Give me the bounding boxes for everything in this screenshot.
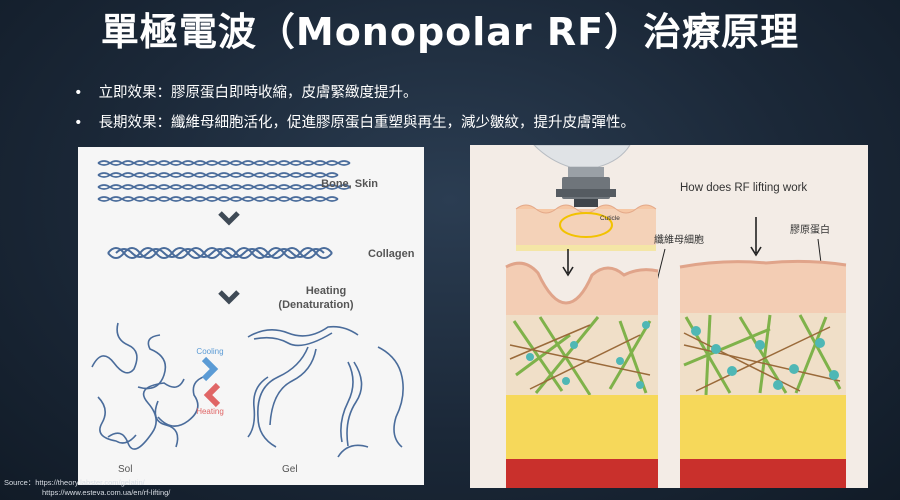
chevron-down-icon — [218, 290, 240, 305]
bullet-immediate-effect: 立即效果：膠原蛋白即時收縮，皮膚緊緻度提升。 — [74, 78, 635, 108]
source-citation: Source：https://theory.labster.com/gelati… — [4, 478, 170, 498]
fiber-bundle — [97, 160, 351, 202]
label-cooling: Cooling — [196, 347, 223, 356]
source-line-2: https://www.esteva.com.ua/en/rf-lifting/ — [42, 488, 171, 497]
collagen-helix — [107, 247, 333, 259]
label-sol: Sol — [118, 464, 132, 475]
collagen-gelatin-figure: Bone, Skin Collagen Heating (Denaturatio… — [78, 147, 424, 485]
heating-arrow-icon — [203, 382, 221, 408]
label-cuticle: Cuticle — [600, 215, 620, 222]
gel-network — [247, 325, 404, 458]
rf-figure-title: How does RF lifting work — [680, 182, 807, 194]
label-collagen-cn: 膠原蛋白 — [790, 223, 830, 236]
collagen-gelatin-illustration: Bone, Skin Collagen Heating (Denaturatio… — [91, 160, 415, 475]
source-line-1: Source：https://theory.labster.com/gelati… — [4, 478, 145, 487]
rf-energy-field — [559, 212, 613, 238]
bullet-list: 立即效果：膠原蛋白即時收縮，皮膚緊緻度提升。 長期效果：纖維母細胞活化，促進膠原… — [74, 78, 636, 138]
arrow-down-icon — [562, 249, 574, 277]
rf-device-probe — [532, 144, 631, 207]
label-heating-arrow: Heating — [196, 407, 224, 416]
slide-title: 單極電波（Monopolar RF）治療原理 — [100, 10, 800, 54]
cooling-arrow-icon — [201, 356, 219, 382]
label-gel: Gel — [282, 464, 298, 475]
label-collagen: Collagen — [368, 248, 415, 260]
chevron-down-icon — [218, 211, 240, 226]
rf-lifting-figure: Cuticle How does RF lifting work 纖維母細胞 膠… — [470, 144, 868, 488]
sol-random-coils — [91, 322, 211, 450]
skin-sample — [516, 209, 656, 245]
label-heating: Heating — [306, 285, 346, 297]
rf-lifting-illustration: Cuticle How does RF lifting work 纖維母細胞 膠… — [505, 144, 847, 488]
skin-cross-section-before — [505, 261, 659, 488]
arrow-down-icon — [750, 217, 762, 257]
label-denaturation: (Denaturation) — [278, 299, 354, 311]
label-bone-skin: Bone, Skin — [321, 178, 378, 190]
skin-cross-section-after — [679, 259, 847, 488]
bullet-long-term-effect: 長期效果：纖維母細胞活化，促進膠原蛋白重塑與再生，減少皺紋，提升皮膚彈性。 — [74, 108, 636, 138]
label-fibroblast: 纖維母細胞 — [654, 233, 704, 246]
